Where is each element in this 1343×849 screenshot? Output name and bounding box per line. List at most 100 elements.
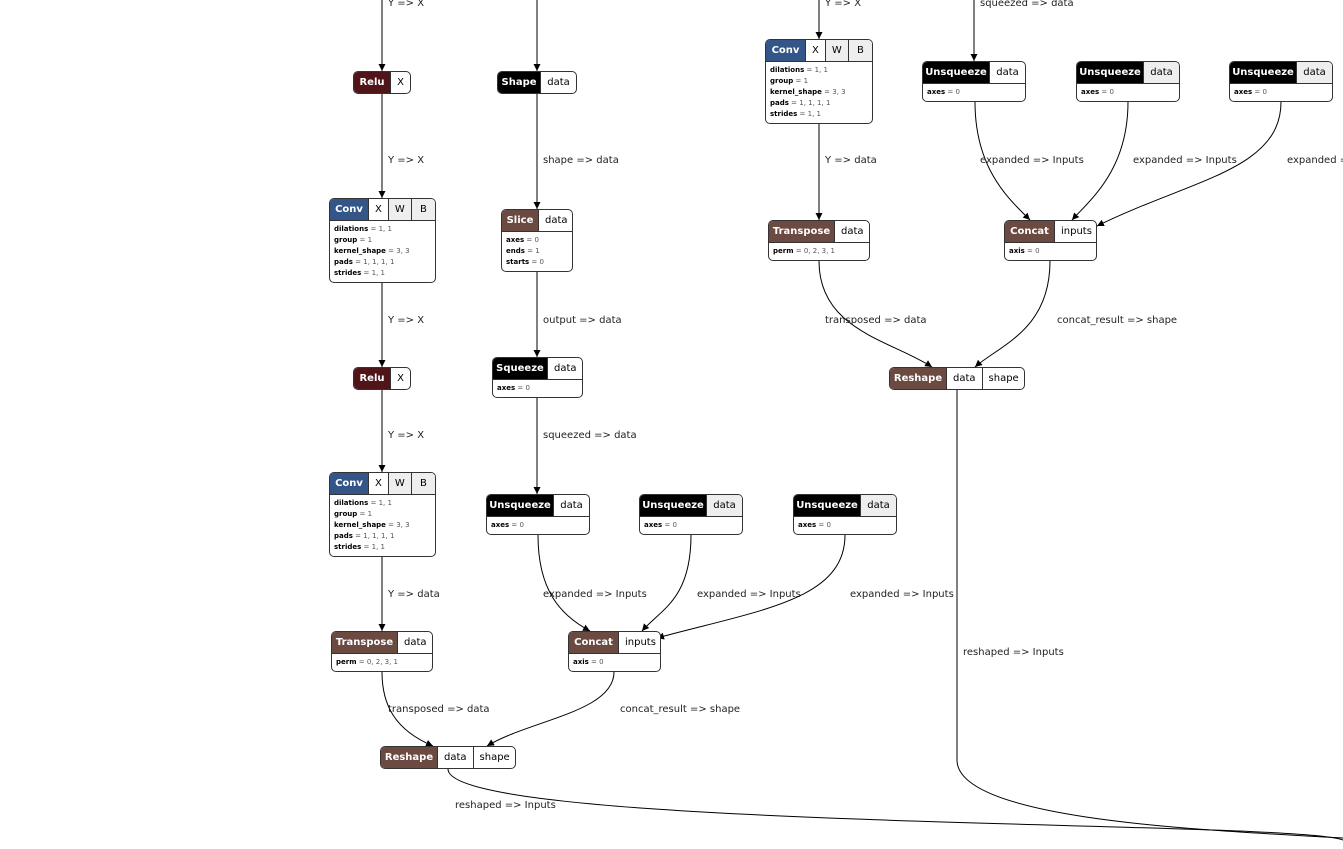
- attribute-name: axes: [927, 88, 946, 96]
- attribute-value: 1: [535, 247, 540, 255]
- node-input-port[interactable]: data: [1143, 62, 1179, 83]
- node-input-port[interactable]: data: [1296, 62, 1332, 83]
- node-input-port[interactable]: shape: [472, 747, 515, 768]
- node-input-port[interactable]: X: [368, 199, 388, 220]
- node-op-name[interactable]: Concat: [569, 632, 618, 653]
- attribute-value: 1, 1: [378, 499, 392, 507]
- node-input-port[interactable]: data: [540, 72, 576, 93]
- attribute-value: 3, 3: [396, 521, 410, 529]
- attribute-name: axes: [1234, 88, 1253, 96]
- edge-label: Y => X: [824, 0, 861, 9]
- attribute-name: pads: [770, 99, 789, 107]
- node-input-port[interactable]: B: [410, 199, 435, 220]
- node-input-port[interactable]: data: [989, 62, 1025, 83]
- node-input-port[interactable]: W: [387, 473, 411, 494]
- node-attributes: axes = 0: [487, 517, 589, 534]
- node-op-name[interactable]: Conv: [330, 473, 368, 494]
- node-op-name[interactable]: Unsqueeze: [1230, 62, 1296, 83]
- node-input-port[interactable]: X: [390, 72, 410, 93]
- attribute-name: axes: [506, 236, 525, 244]
- node-op-name[interactable]: Unsqueeze: [923, 62, 989, 83]
- node-input-port[interactable]: X: [368, 473, 388, 494]
- node-input-port[interactable]: inputs: [1054, 221, 1096, 242]
- node-input-port[interactable]: data: [553, 495, 589, 516]
- node-op-name[interactable]: Reshape: [890, 368, 946, 389]
- node-input-port[interactable]: data: [860, 495, 896, 516]
- node-op-name[interactable]: Concat: [1005, 221, 1054, 242]
- node-attribute: starts = 0: [506, 257, 568, 268]
- node-op-name[interactable]: Transpose: [332, 632, 397, 653]
- node-op-name[interactable]: Conv: [330, 199, 368, 220]
- node-input-port[interactable]: shape: [981, 368, 1024, 389]
- node-input-port[interactable]: X: [390, 368, 410, 389]
- attribute-value: 1, 1, 1, 1: [363, 258, 395, 266]
- node-input-port[interactable]: data: [538, 210, 572, 231]
- node-op-name[interactable]: Reshape: [381, 747, 437, 768]
- node-op-name[interactable]: Transpose: [769, 221, 834, 242]
- node-op-name[interactable]: Squeeze: [493, 358, 547, 379]
- attribute-name: strides: [770, 110, 798, 118]
- node-op-name[interactable]: Shape: [498, 72, 540, 93]
- node-attribute: group = 1: [334, 509, 431, 520]
- node-op-name[interactable]: Unsqueeze: [794, 495, 860, 516]
- attribute-value: 1, 1: [807, 110, 821, 118]
- node-input-port[interactable]: data: [437, 747, 473, 768]
- node-attribute: pads = 1, 1, 1, 1: [770, 98, 868, 109]
- node-input-port[interactable]: data: [706, 495, 742, 516]
- node-input-port[interactable]: W: [387, 199, 411, 220]
- attribute-equals: =: [797, 110, 808, 118]
- edge-concat2-reshape2: [974, 260, 1051, 368]
- node-op-name[interactable]: Unsqueeze: [640, 495, 706, 516]
- node-op-name[interactable]: Relu: [354, 72, 390, 93]
- node-input-port[interactable]: data: [397, 632, 432, 653]
- node-input-port[interactable]: X: [805, 40, 825, 61]
- attribute-value: 1: [367, 236, 373, 244]
- attribute-name: kernel_shape: [334, 521, 386, 529]
- node-input-port[interactable]: data: [834, 221, 869, 242]
- node-attributes: axes = 0: [640, 517, 742, 534]
- attribute-equals: =: [804, 66, 815, 74]
- node-input-port[interactable]: inputs: [618, 632, 660, 653]
- node-op-name[interactable]: Slice: [502, 210, 538, 231]
- node-op-name[interactable]: Relu: [354, 368, 390, 389]
- node-op-name[interactable]: Conv: [766, 40, 805, 61]
- attribute-equals: =: [356, 658, 367, 666]
- node-input-port[interactable]: data: [946, 368, 982, 389]
- node-attribute: group = 1: [770, 76, 868, 87]
- attribute-name: pads: [334, 258, 353, 266]
- attribute-value: 1, 1: [814, 66, 828, 74]
- node-input-port[interactable]: data: [547, 358, 582, 379]
- node-input-port[interactable]: W: [824, 40, 848, 61]
- node-op-name[interactable]: Unsqueeze: [487, 495, 553, 516]
- node-op-name[interactable]: Unsqueeze: [1077, 62, 1143, 83]
- edge-label: squeezed => data: [543, 430, 637, 441]
- edge-unsq5-concat2: [1071, 101, 1129, 221]
- node-input-port[interactable]: B: [847, 40, 872, 61]
- node-attributes: axis = 0: [569, 654, 660, 671]
- node-attribute: kernel_shape = 3, 3: [334, 246, 431, 257]
- attribute-value: 0: [672, 521, 677, 529]
- node-input-port[interactable]: B: [410, 473, 435, 494]
